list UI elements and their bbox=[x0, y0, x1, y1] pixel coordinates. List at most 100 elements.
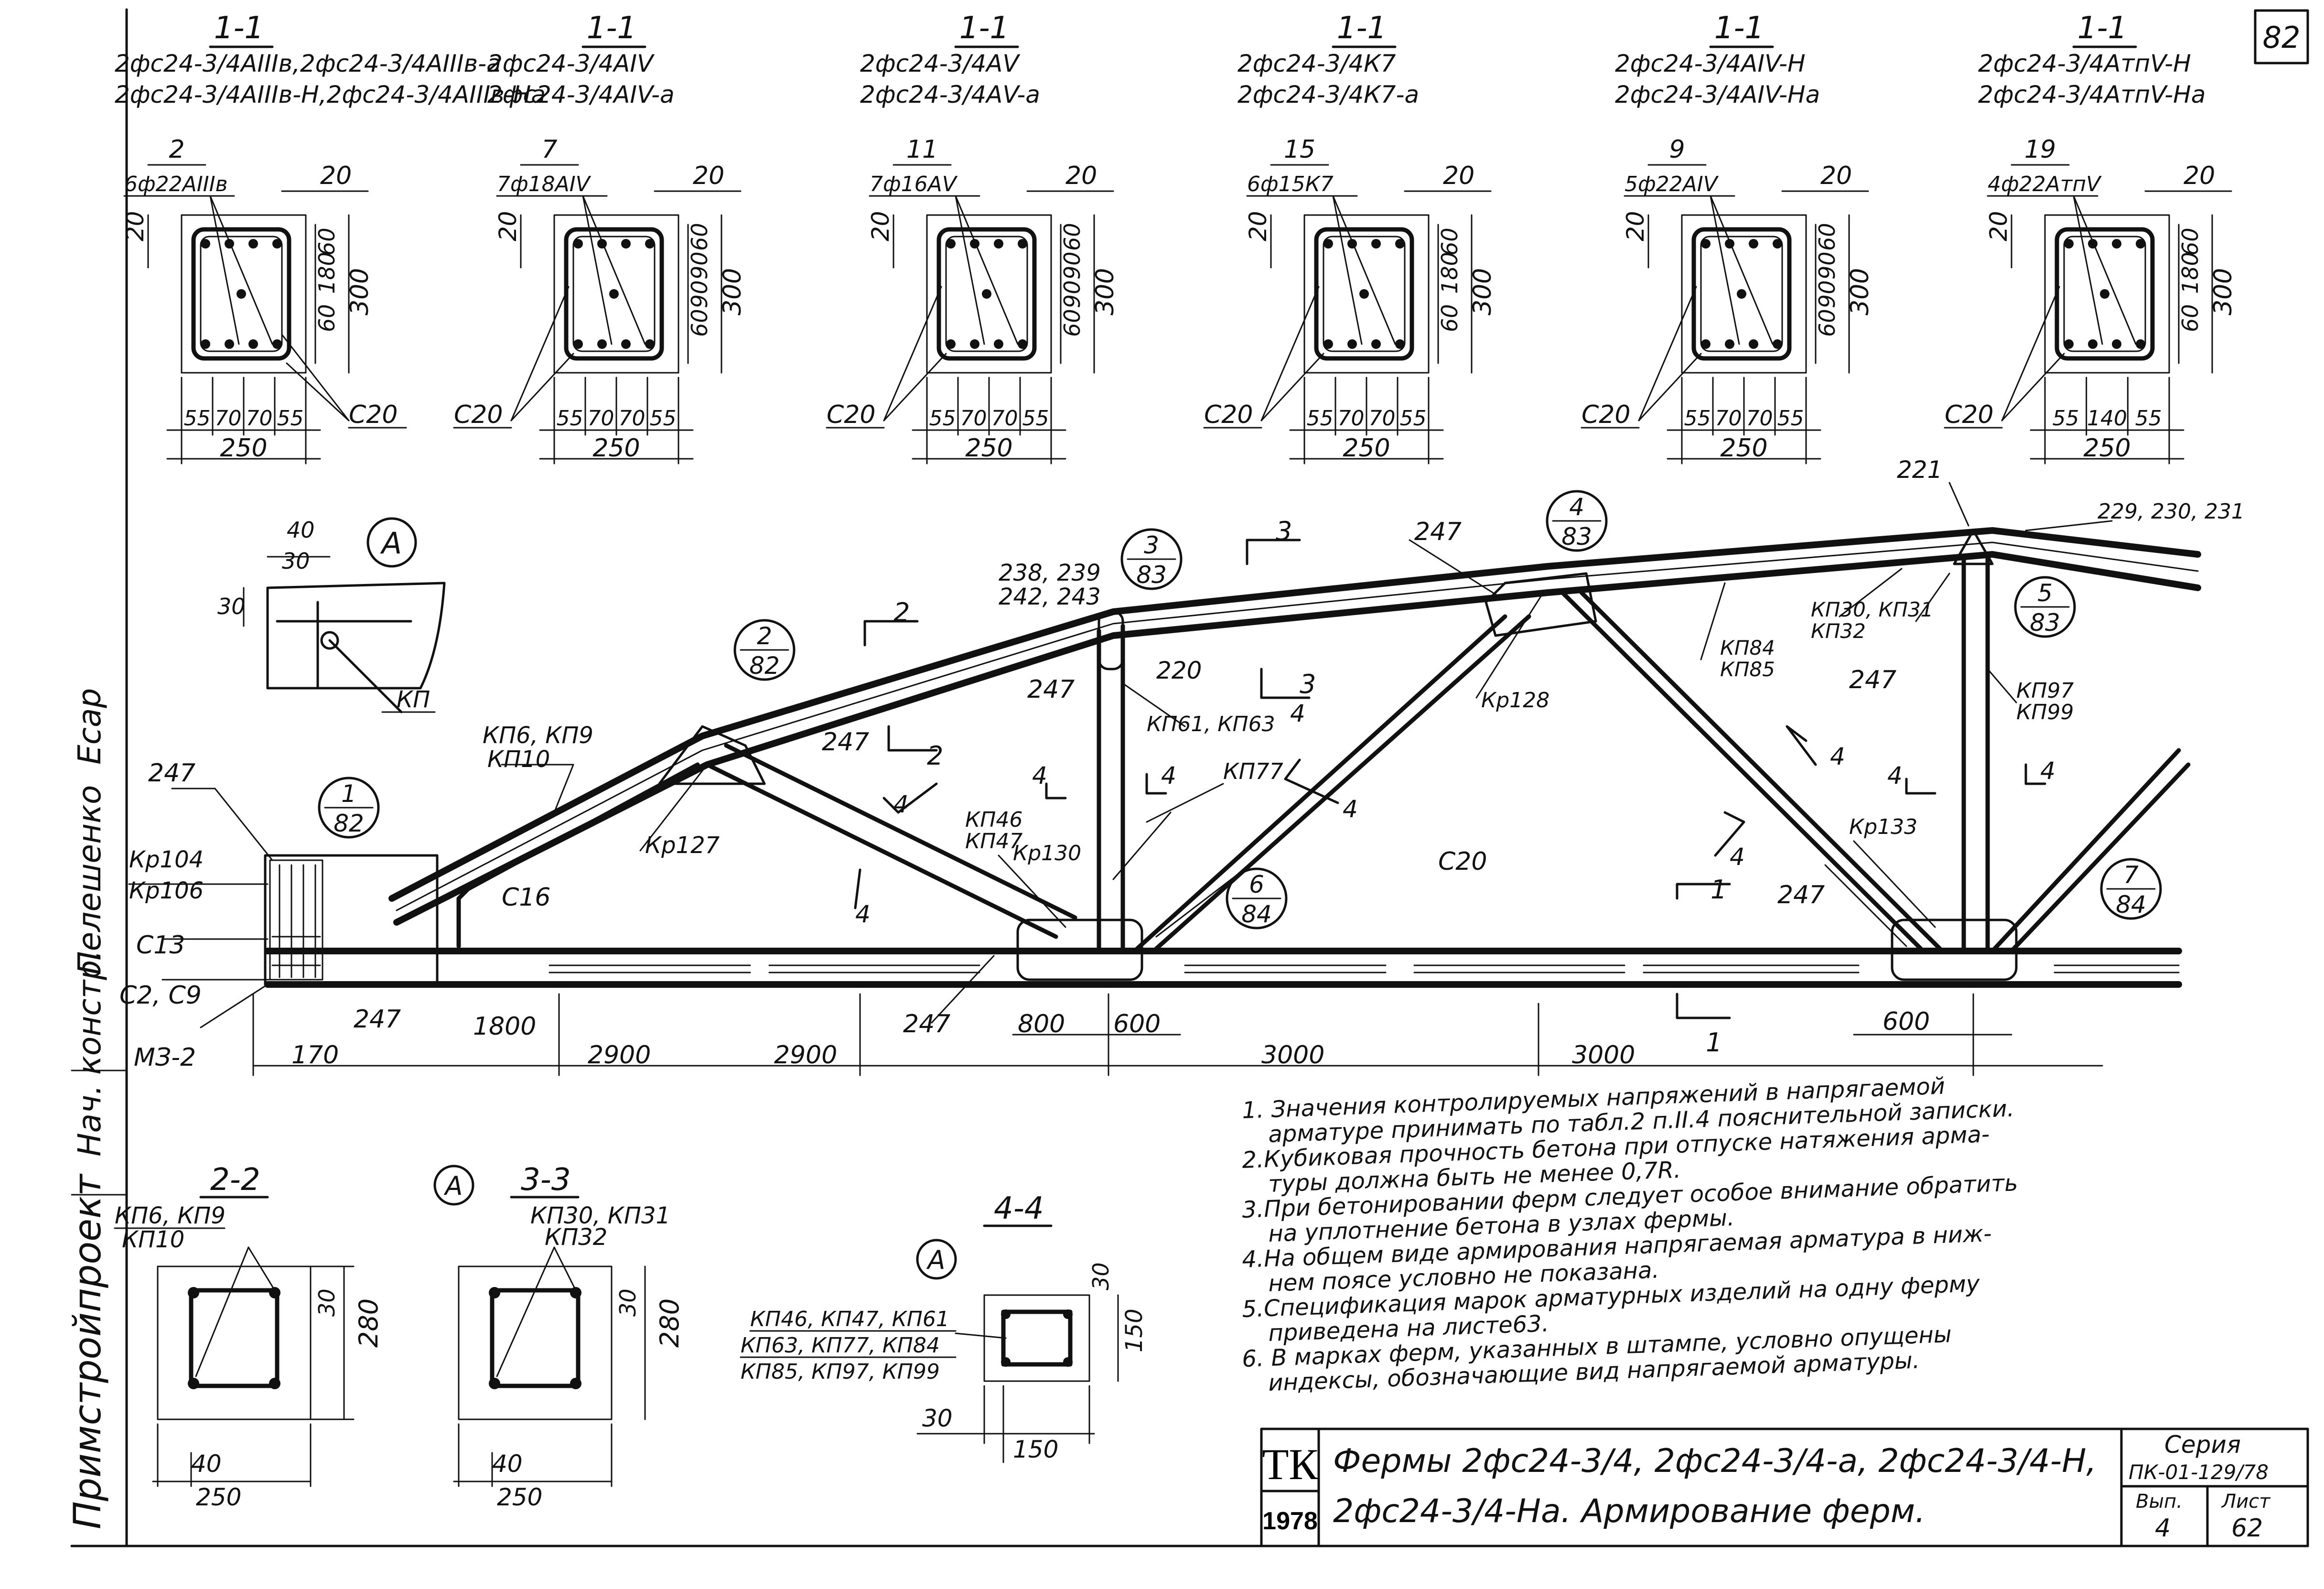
leader bbox=[2073, 195, 2137, 345]
rebar-dot bbox=[489, 1378, 500, 1389]
label-c20: С20 bbox=[1438, 847, 1487, 876]
top-chord-lower bbox=[393, 551, 2201, 926]
leader bbox=[1710, 195, 1774, 345]
cut-label: 2 bbox=[927, 741, 943, 771]
side-stamp: Примстройпроект bbox=[66, 1173, 109, 1529]
rebar-dot bbox=[1773, 239, 1782, 249]
section-cage-inner bbox=[1323, 236, 1406, 352]
section-label: КП30, КП31 bbox=[530, 1202, 670, 1229]
series-value: ПК-01-129/78 bbox=[2129, 1460, 2269, 1484]
leader bbox=[1475, 592, 1544, 699]
position-number: 7 bbox=[541, 135, 557, 164]
label-229: 229, 230, 231 bbox=[2098, 499, 2245, 524]
rebar-dot bbox=[1737, 289, 1746, 299]
label-c16: С16 bbox=[502, 883, 550, 912]
rebar-dot bbox=[1395, 239, 1405, 249]
bubble-circle bbox=[733, 619, 796, 681]
section-outline bbox=[553, 214, 679, 374]
rebar-dot bbox=[1749, 239, 1758, 249]
dim-bottom: 70 bbox=[215, 406, 242, 431]
rebar-dot bbox=[269, 1378, 280, 1389]
cut-mark bbox=[1676, 993, 1731, 1019]
dim-text: 30 bbox=[615, 1288, 641, 1317]
bubble-circle bbox=[1120, 528, 1183, 590]
top-chord-rebar bbox=[396, 541, 2199, 911]
section-marks-1: 2фс24-3/4АIIIв,2фс24-3/4АIIIв-а bbox=[115, 50, 501, 77]
leader bbox=[1332, 195, 1363, 345]
label-kp46: КП46 bbox=[965, 808, 1022, 832]
leader bbox=[1122, 682, 1186, 727]
detail-bubble bbox=[433, 1165, 474, 1206]
detail-a-dim: 30 bbox=[282, 548, 310, 574]
bar-label: 7ф16АV bbox=[870, 172, 958, 196]
bar-label: 4ф22АтпV bbox=[1988, 172, 2102, 196]
section-title: 1-1 bbox=[959, 11, 1010, 46]
rebar-dot bbox=[2064, 339, 2074, 349]
reference-bubble: 383 bbox=[1120, 528, 1183, 590]
dim-top: 20 bbox=[1820, 162, 1852, 190]
dim-left: 20 bbox=[867, 211, 894, 241]
rebar-dot bbox=[489, 1287, 500, 1298]
bar-label: 7ф18АIV bbox=[497, 172, 592, 196]
rebar-dot bbox=[609, 289, 619, 299]
dim-right: 60 bbox=[1059, 223, 1085, 251]
rebar-dot bbox=[570, 1287, 581, 1298]
bubble-top: 1 bbox=[341, 780, 356, 808]
rebar-dot bbox=[570, 1378, 581, 1389]
section-cage-inner bbox=[200, 236, 283, 352]
leader bbox=[955, 1332, 1007, 1339]
leader bbox=[1839, 568, 1903, 617]
position-number: 9 bbox=[1669, 135, 1685, 164]
leader bbox=[1638, 353, 1702, 422]
rebar-dot bbox=[188, 1378, 199, 1389]
logo-tk: ТК bbox=[1262, 1440, 1318, 1489]
section-1-1: 1-12фс24-3/4АIV-Н2фс24-3/4АIV-На95ф22АIV… bbox=[1581, 11, 1874, 465]
stirrup-label: С20 bbox=[1582, 400, 1630, 429]
cut-label: 2 bbox=[893, 597, 910, 627]
leader bbox=[1710, 195, 1740, 345]
cut-mark bbox=[882, 782, 938, 814]
leader bbox=[1146, 783, 1224, 823]
section-title: 1-1 bbox=[214, 11, 264, 46]
node-block bbox=[1016, 919, 1143, 981]
cut-mark bbox=[1145, 773, 1167, 795]
section-title: 3-3 bbox=[521, 1162, 571, 1198]
section-marks-1: 2фс24-3/4АтпV-Н bbox=[1978, 50, 2191, 77]
dim-width: 250 bbox=[2083, 434, 2130, 463]
stirrup-label: С20 bbox=[1204, 400, 1253, 429]
truss-labels: 247 Кр104 Кр106 С13 С2, С9 МЗ-2 247 С16 … bbox=[119, 456, 2245, 1072]
dim-bottom: 55 bbox=[2135, 406, 2162, 431]
dim-text: 30 bbox=[314, 1288, 340, 1317]
dim-width: 250 bbox=[1343, 434, 1390, 463]
label-kr104: Кр104 bbox=[129, 846, 204, 873]
detail-a-circle bbox=[320, 631, 339, 650]
rebar-dot bbox=[946, 239, 956, 249]
bubble-top: 2 bbox=[757, 622, 772, 650]
cut-mark bbox=[887, 725, 938, 752]
bubble-circle bbox=[1226, 867, 1288, 930]
dim-top: 20 bbox=[1065, 162, 1097, 190]
label-238: 238, 239 bbox=[999, 560, 1101, 586]
label-kp61: КП61, КП63 bbox=[1147, 712, 1275, 736]
dim-overall: 300 bbox=[1846, 268, 1874, 315]
dim-right: 90 bbox=[1814, 251, 1840, 280]
dim-right: 60 bbox=[1814, 309, 1840, 337]
leader bbox=[1853, 840, 1936, 928]
dim-bottom: 55 bbox=[1400, 406, 1427, 431]
cut-label: 1 bbox=[1711, 875, 1727, 905]
cross-sections-row: 1-1 2фс24-3/4АIIIв,2фс24-3/4АIIIв-а 2фс24-… bbox=[115, 11, 2238, 465]
diagonal-3 bbox=[1579, 590, 1942, 951]
section-outline bbox=[983, 1294, 1090, 1382]
bubble-circle bbox=[2014, 576, 2076, 638]
rebar-dot bbox=[1395, 339, 1405, 349]
bubble-circle bbox=[1546, 490, 1608, 552]
leader bbox=[209, 195, 273, 345]
node-block bbox=[1953, 529, 1994, 565]
rebar-dot bbox=[1001, 1309, 1011, 1319]
diagonal-2 bbox=[1135, 614, 1507, 951]
rebar-dot bbox=[597, 339, 607, 349]
dim-text: 2900 bbox=[774, 1041, 837, 1070]
dim-text: 250 bbox=[497, 1483, 542, 1511]
